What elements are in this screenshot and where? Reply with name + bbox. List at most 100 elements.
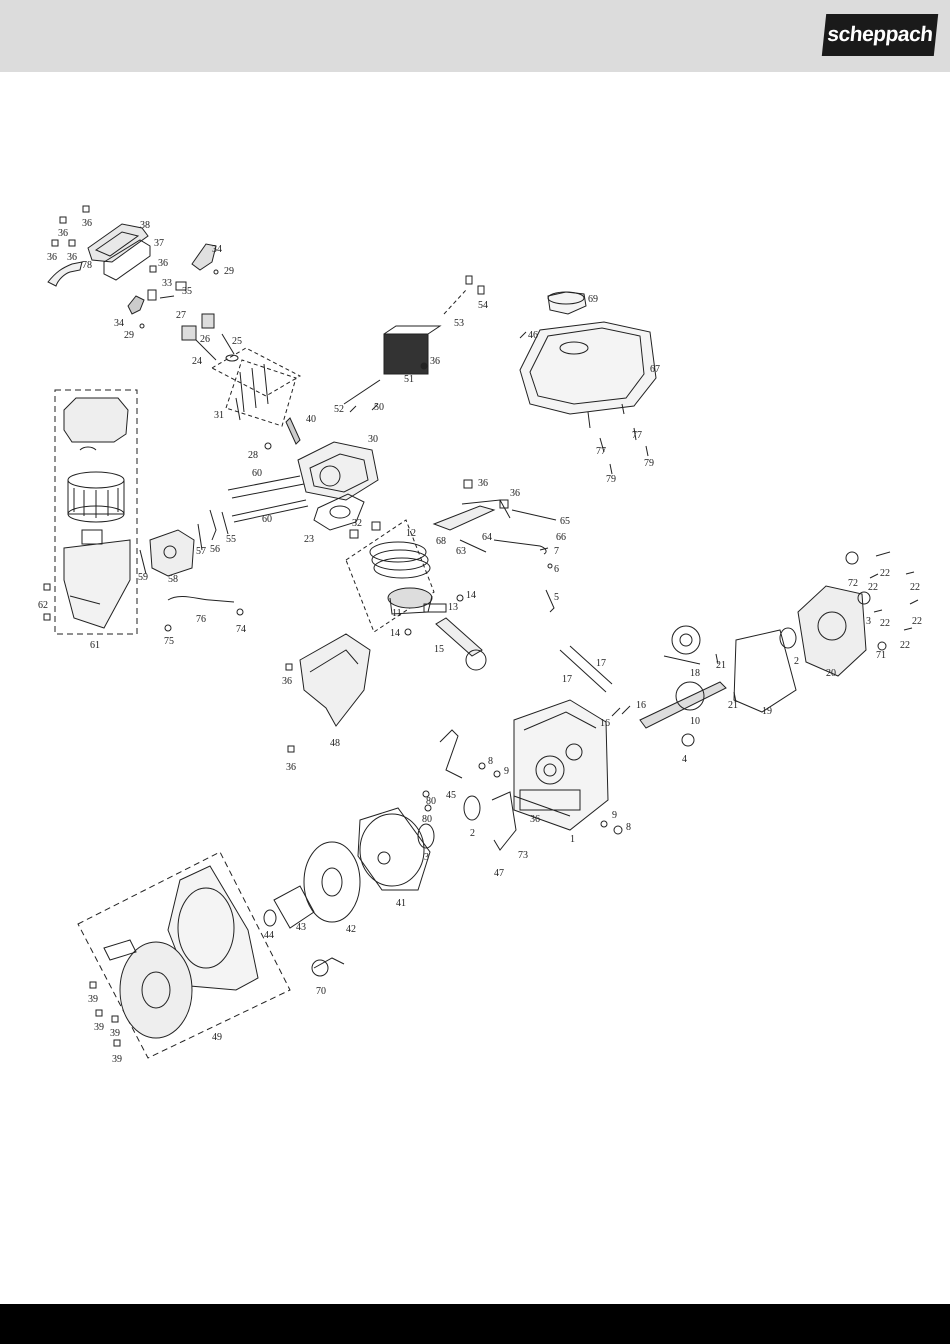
callout-76: 76 [196, 614, 206, 625]
callout-21: 21 [716, 660, 726, 671]
fuel-tank-group [519, 291, 657, 475]
callout-52: 52 [334, 404, 344, 415]
callout-36: 36 [158, 258, 168, 269]
callout-36: 36 [82, 218, 92, 229]
callout-40: 40 [306, 414, 316, 425]
callout-39: 39 [110, 1028, 120, 1039]
callout-24: 24 [192, 356, 202, 367]
callout-64: 64 [482, 532, 492, 543]
callout-60: 60 [252, 468, 262, 479]
callout-63: 63 [456, 546, 466, 557]
callout-36: 36 [430, 356, 440, 367]
callout-77: 77 [632, 430, 642, 441]
callout-22: 22 [868, 582, 878, 593]
callout-9: 9 [612, 810, 617, 821]
callout-79: 79 [644, 458, 654, 469]
callout-72: 72 [848, 578, 858, 589]
callout-16: 16 [636, 700, 646, 711]
callout-80: 80 [426, 796, 436, 807]
page-header: scheppach [0, 0, 950, 72]
callout-29: 29 [124, 330, 134, 341]
callout-62: 62 [38, 600, 48, 611]
callout-77: 77 [596, 446, 606, 457]
callout-33: 33 [162, 278, 172, 289]
callout-42: 42 [346, 924, 356, 935]
callout-10: 10 [690, 716, 700, 727]
callout-21: 21 [728, 700, 738, 711]
callout-36: 36 [286, 762, 296, 773]
callout-35: 35 [182, 286, 192, 297]
cylinder-head-group [227, 275, 485, 531]
callout-73: 73 [518, 850, 528, 861]
callout-39: 39 [88, 994, 98, 1005]
callout-59: 59 [138, 572, 148, 583]
callout-32: 32 [352, 518, 362, 529]
callout-34: 34 [114, 318, 124, 329]
callout-61: 61 [90, 640, 100, 651]
callout-13: 13 [448, 602, 458, 613]
governor-controls-group [432, 479, 557, 613]
callout-9: 9 [504, 766, 509, 777]
callout-36: 36 [478, 478, 488, 489]
callout-8: 8 [626, 822, 631, 833]
callout-34: 34 [212, 244, 222, 255]
callout-14: 14 [390, 628, 400, 639]
callout-22: 22 [912, 616, 922, 627]
callout-67: 67 [650, 364, 660, 375]
callout-23: 23 [304, 534, 314, 545]
callout-2: 2 [794, 656, 799, 667]
callout-26: 26 [200, 334, 210, 345]
callout-27: 27 [176, 310, 186, 321]
piston-group [345, 519, 487, 671]
recoil-starter-group [77, 851, 291, 1059]
callout-51: 51 [404, 374, 414, 385]
callout-56: 56 [210, 544, 220, 555]
callout-8: 8 [488, 756, 493, 767]
callout-74: 74 [236, 624, 246, 635]
callout-36: 36 [67, 252, 77, 263]
callout-36: 36 [530, 814, 540, 825]
callout-2: 2 [470, 828, 475, 839]
callout-78: 78 [82, 260, 92, 271]
callout-47: 47 [494, 868, 504, 879]
callout-25: 25 [232, 336, 242, 347]
air-filter-group [43, 389, 138, 635]
callout-50: 50 [374, 402, 384, 413]
callout-71: 71 [876, 650, 886, 661]
callout-58: 58 [168, 574, 178, 585]
callout-3: 3 [424, 852, 429, 863]
callout-12: 12 [406, 528, 416, 539]
callout-3: 3 [866, 616, 871, 627]
callout-22: 22 [880, 618, 890, 629]
callout-39: 39 [112, 1054, 122, 1065]
callout-69: 69 [588, 294, 598, 305]
callout-16: 16 [600, 718, 610, 729]
callout-31: 31 [214, 410, 224, 421]
callout-19: 19 [762, 706, 772, 717]
callout-22: 22 [910, 582, 920, 593]
callout-68: 68 [436, 536, 446, 547]
callout-38: 38 [140, 220, 150, 231]
callout-6: 6 [554, 564, 559, 575]
callout-11: 11 [392, 608, 402, 619]
callout-22: 22 [880, 568, 890, 579]
callout-65: 65 [560, 516, 570, 527]
page-footer [0, 1304, 950, 1344]
bolt-icon-cluster [51, 205, 157, 273]
callout-48: 48 [330, 738, 340, 749]
callout-43: 43 [296, 922, 306, 933]
flywheel-group [263, 729, 517, 977]
callout-22: 22 [900, 640, 910, 651]
callout-30: 30 [368, 434, 378, 445]
callout-29: 29 [224, 266, 234, 277]
callout-41: 41 [396, 898, 406, 909]
callout-57: 57 [196, 546, 206, 557]
callout-1: 1 [570, 834, 575, 845]
callout-28: 28 [248, 450, 258, 461]
callout-36: 36 [47, 252, 57, 263]
callout-5: 5 [554, 592, 559, 603]
callout-39: 39 [94, 1022, 104, 1033]
callout-49: 49 [212, 1032, 222, 1043]
callout-53: 53 [454, 318, 464, 329]
